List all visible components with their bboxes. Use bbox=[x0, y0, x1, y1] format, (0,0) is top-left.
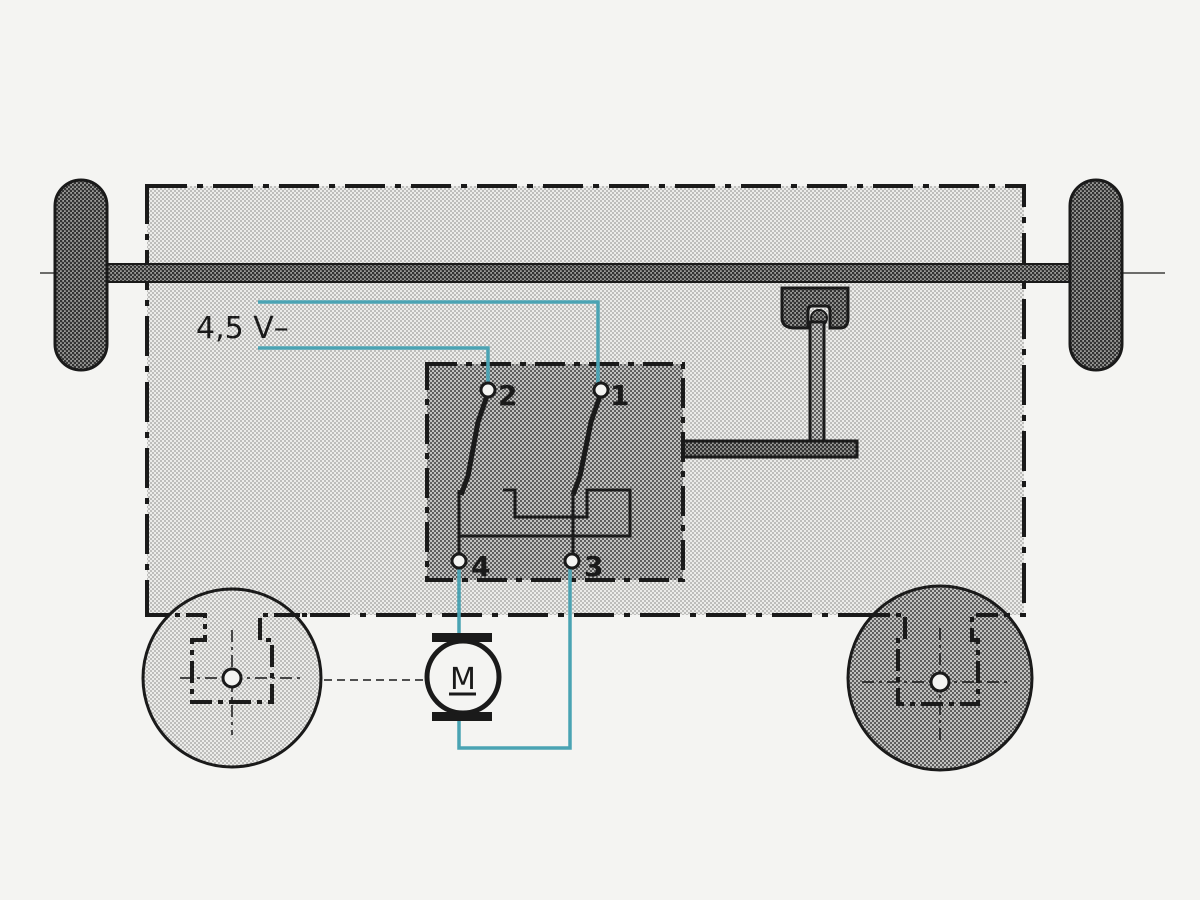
contact-blade-2 bbox=[458, 389, 492, 496]
terminal-1 bbox=[592, 381, 610, 399]
front-axle bbox=[103, 263, 1075, 283]
push-rod-vertical bbox=[808, 320, 826, 452]
terminal-3 bbox=[563, 552, 581, 570]
rear-wheel-left bbox=[141, 587, 323, 769]
terminal-2 bbox=[479, 381, 497, 399]
supply-voltage-label: 4,5 V– bbox=[196, 311, 289, 346]
wiring bbox=[258, 300, 600, 750]
switch-slider bbox=[457, 488, 632, 538]
terminal-4 bbox=[450, 552, 468, 570]
wire-supply-bottom bbox=[258, 346, 490, 386]
front-wheel-right bbox=[1068, 178, 1124, 372]
terminal-4-label: 4 bbox=[471, 550, 490, 583]
contact-blade-1 bbox=[570, 389, 605, 496]
wire-motor-return bbox=[457, 565, 572, 750]
wire-supply-top bbox=[258, 300, 600, 386]
reversing-switch-housing bbox=[425, 362, 685, 582]
motor-label: M bbox=[450, 662, 476, 697]
motor-symbol bbox=[424, 633, 502, 721]
rear-wheel-right bbox=[846, 584, 1034, 772]
front-wheel-left bbox=[53, 178, 109, 372]
terminal-1-label: 1 bbox=[610, 379, 629, 412]
terminal-2-label: 2 bbox=[498, 379, 517, 412]
terminal-3-label: 3 bbox=[584, 550, 603, 583]
